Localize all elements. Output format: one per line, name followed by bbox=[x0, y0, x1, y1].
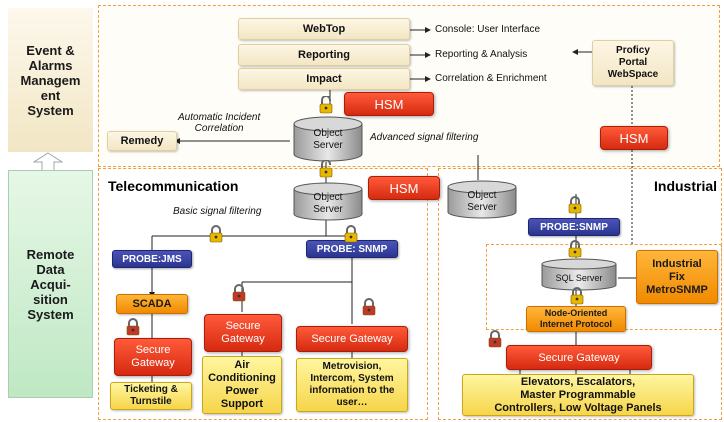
ticketing-box: Ticketing & Turnstile bbox=[110, 382, 192, 410]
lock-icon-closed bbox=[488, 330, 502, 348]
secure-gateway-3-label: Secure Gateway bbox=[311, 333, 393, 345]
object-server-top-label: Object Server bbox=[313, 128, 343, 151]
remedy-label: Remedy bbox=[120, 135, 164, 147]
node-oriented-label: Node-Oriented Internet Protocol bbox=[539, 308, 612, 329]
remote-system-panel: Remote Data Acqui- sition System bbox=[8, 170, 93, 398]
probe-snmp-industrial-label: PROBE:SNMP bbox=[540, 221, 608, 233]
secure-gateway-industrial-box[interactable]: Secure Gateway bbox=[506, 345, 652, 370]
lock-icon-closed bbox=[362, 298, 376, 316]
air-conditioning-box: Air Conditioning Power Support bbox=[202, 356, 282, 414]
proficy-box[interactable]: Proficy Portal WebSpace bbox=[592, 40, 674, 86]
impact-box[interactable]: Impact bbox=[238, 68, 410, 90]
reporting-label: Reporting bbox=[298, 49, 350, 61]
probe-snmp-telecom-label: PROBE: SNMP bbox=[316, 243, 388, 255]
metrovision-box: Metrovision, Intercom, System informatio… bbox=[296, 358, 408, 412]
hsm-telecom-label: HSM bbox=[389, 180, 419, 196]
lock-icon-open bbox=[319, 160, 333, 178]
telecom-title: Telecommunication bbox=[108, 178, 239, 194]
webtop-box[interactable]: WebTop bbox=[238, 18, 410, 40]
hsm-telecom-box: HSM bbox=[368, 176, 440, 200]
hsm-center-label: HSM bbox=[374, 96, 404, 112]
air-conditioning-label: Air Conditioning Power Support bbox=[208, 359, 276, 410]
scada-box[interactable]: SCADA bbox=[116, 294, 188, 314]
fix-snmp-label: Industrial Fix MetroSNMP bbox=[646, 257, 708, 296]
object-server-telecom-label: Object Server bbox=[313, 192, 343, 215]
secure-gateway-3-box[interactable]: Secure Gateway bbox=[296, 326, 408, 352]
probe-jms-label: PROBE:JMS bbox=[122, 253, 182, 265]
basic-filtering-label: Basic signal filtering bbox=[173, 206, 262, 217]
hsm-right-box: HSM bbox=[600, 126, 668, 150]
lock-icon-open bbox=[319, 96, 333, 114]
auto-incident-label: Automatic Incident Correlation bbox=[178, 112, 261, 134]
reporting-description: Reporting & Analysis bbox=[435, 49, 528, 60]
lock-icon-closed bbox=[344, 225, 358, 243]
advanced-filtering-label: Advanced signal filtering bbox=[370, 132, 479, 143]
lock-icon-closed bbox=[209, 225, 223, 243]
secure-gateway-industrial-label: Secure Gateway bbox=[538, 351, 620, 364]
secure-gateway-2-label: Secure Gateway bbox=[221, 320, 265, 345]
probe-snmp-industrial-box[interactable]: PROBE:SNMP bbox=[528, 218, 620, 236]
lock-icon-closed bbox=[570, 287, 584, 305]
secure-gateway-1-label: Secure Gateway bbox=[131, 344, 175, 369]
impact-label: Impact bbox=[306, 73, 342, 85]
lock-icon-closed bbox=[568, 240, 582, 258]
cylinder-icon bbox=[540, 258, 618, 292]
secure-gateway-1-box[interactable]: Secure Gateway bbox=[114, 338, 192, 376]
object-server-industrial-label: Object Server bbox=[467, 190, 497, 213]
event-system-label: Event & Alarms Managem ent System bbox=[20, 42, 81, 118]
probe-jms-box[interactable]: PROBE:JMS bbox=[112, 250, 192, 268]
devices-box: Elevators, Escalators, Master Programmab… bbox=[462, 374, 694, 416]
secure-gateway-2-box[interactable]: Secure Gateway bbox=[204, 314, 282, 352]
webtop-description: Console: User Interface bbox=[435, 24, 541, 35]
hsm-center-box: HSM bbox=[344, 92, 434, 116]
ticketing-label: Ticketing & Turnstile bbox=[124, 384, 178, 407]
reporting-box[interactable]: Reporting bbox=[238, 44, 410, 66]
hsm-right-label: HSM bbox=[619, 130, 649, 146]
lock-icon-closed bbox=[126, 318, 140, 336]
metrovision-label: Metrovision, Intercom, System informatio… bbox=[309, 361, 395, 408]
scada-label: SCADA bbox=[132, 298, 172, 310]
fix-snmp-box[interactable]: Industrial Fix MetroSNMP bbox=[636, 250, 718, 304]
impact-description: Correlation & Enrichment bbox=[435, 73, 547, 84]
remote-system-label: Remote Data Acqui- sition System bbox=[26, 246, 75, 322]
event-system-panel: Event & Alarms Managem ent System bbox=[8, 8, 93, 152]
industrial-title: Industrial bbox=[654, 178, 718, 194]
cylinder-icon bbox=[292, 116, 364, 162]
telecom-region bbox=[98, 168, 428, 420]
cylinder-icon bbox=[446, 180, 518, 220]
webtop-label: WebTop bbox=[302, 23, 346, 35]
lock-icon-closed bbox=[568, 196, 582, 214]
sql-server-label: SQL Server bbox=[555, 273, 603, 283]
node-oriented-box[interactable]: Node-Oriented Internet Protocol bbox=[526, 306, 626, 332]
lock-icon-closed bbox=[232, 284, 246, 302]
proficy-label: Proficy Portal WebSpace bbox=[607, 45, 659, 80]
remedy-box[interactable]: Remedy bbox=[107, 131, 177, 151]
devices-label: Elevators, Escalators, Master Programmab… bbox=[494, 375, 662, 414]
cylinder-icon bbox=[292, 182, 364, 222]
